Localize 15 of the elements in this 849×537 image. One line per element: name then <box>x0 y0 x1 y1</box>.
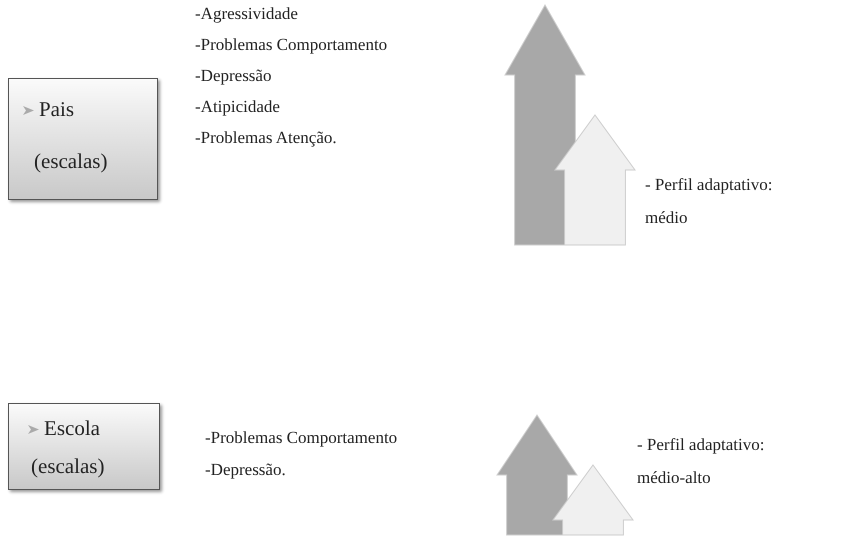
list-item: -Problemas Atenção. <box>195 128 337 148</box>
box-subtitle: (escalas) <box>34 149 108 174</box>
list-item: -Depressão <box>195 66 272 86</box>
list-item: -Depressão. <box>205 460 286 480</box>
profile-note: - Perfil adaptativo: médio-alto <box>637 434 766 489</box>
category-box <box>8 78 158 200</box>
box-heading: Escola <box>44 416 100 441</box>
category-box <box>8 403 160 490</box>
list-item: -Problemas Comportamento <box>195 35 388 55</box>
list-item: -Problemas Comportamento <box>205 428 398 448</box>
box-heading: Pais <box>39 97 74 122</box>
box-subtitle: (escalas) <box>31 454 104 479</box>
profile-note: - Perfil adaptativo: médio <box>645 174 774 229</box>
list-item: -Agressividade <box>195 4 298 24</box>
list-item: -Atipicidade <box>195 97 280 117</box>
